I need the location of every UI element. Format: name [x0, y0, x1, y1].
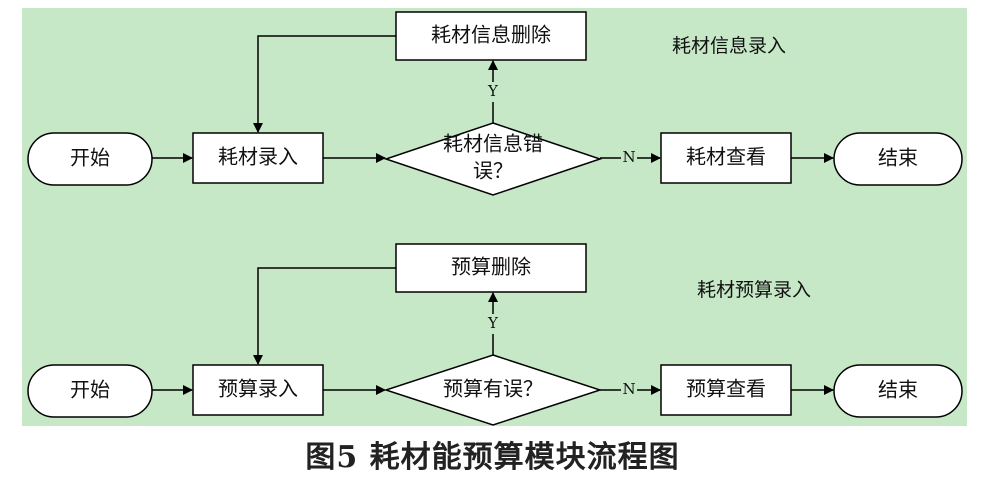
- delete-process: [395, 243, 587, 293]
- no-label: N: [622, 380, 635, 398]
- figure-caption: 图5 耗材能预算模块流程图: [305, 440, 680, 475]
- no-label: N: [622, 148, 635, 166]
- flow-label: 耗材预算录入: [697, 279, 811, 301]
- start-terminal: [27, 132, 153, 186]
- start-terminal: [27, 364, 153, 418]
- end-terminal: [833, 132, 963, 186]
- flow-label: 耗材信息录入: [672, 35, 786, 57]
- view-label: 预算查看: [686, 377, 766, 401]
- decision-diamond: [383, 354, 603, 426]
- decision-label-line2: 误？: [473, 159, 513, 183]
- input-process: [192, 132, 324, 184]
- end-label: 结束: [878, 146, 918, 170]
- edge-delete-to-input: [253, 35, 396, 133]
- no-label-bg: [621, 149, 637, 167]
- yes-label: Y: [487, 314, 499, 332]
- delete-process: [395, 11, 587, 61]
- view-process: [660, 364, 792, 416]
- delete-label: 耗材信息删除: [431, 23, 551, 47]
- input-label: 预算录入: [218, 377, 298, 401]
- input-label: 耗材录入: [218, 145, 298, 169]
- start-label: 开始: [70, 378, 110, 402]
- input-process: [192, 364, 324, 416]
- flow-budget: 耗材预算录入 开始 预算录入 预算有误？ 预算删除 预算查看 结束 Y N: [27, 243, 963, 426]
- view-process: [660, 132, 792, 184]
- end-label: 结束: [878, 378, 918, 402]
- yes-label-bg: [485, 314, 501, 334]
- decision-diamond: [383, 122, 603, 196]
- view-label: 耗材查看: [686, 145, 766, 169]
- delete-label: 预算删除: [451, 255, 531, 279]
- yes-label-bg: [485, 82, 501, 102]
- end-terminal: [833, 364, 963, 418]
- no-label-bg: [621, 381, 637, 399]
- yes-label: Y: [487, 82, 499, 100]
- decision-label-line1: 预算有误？: [443, 377, 543, 401]
- flow-consumable-info: 耗材信息录入 开始 耗材录入 耗材信息错 误？ 耗材信息删除 耗材查看 结束 Y…: [27, 11, 963, 196]
- decision-label-line1: 耗材信息错: [443, 132, 543, 156]
- edge-delete-to-input: [253, 267, 396, 365]
- start-label: 开始: [70, 146, 110, 170]
